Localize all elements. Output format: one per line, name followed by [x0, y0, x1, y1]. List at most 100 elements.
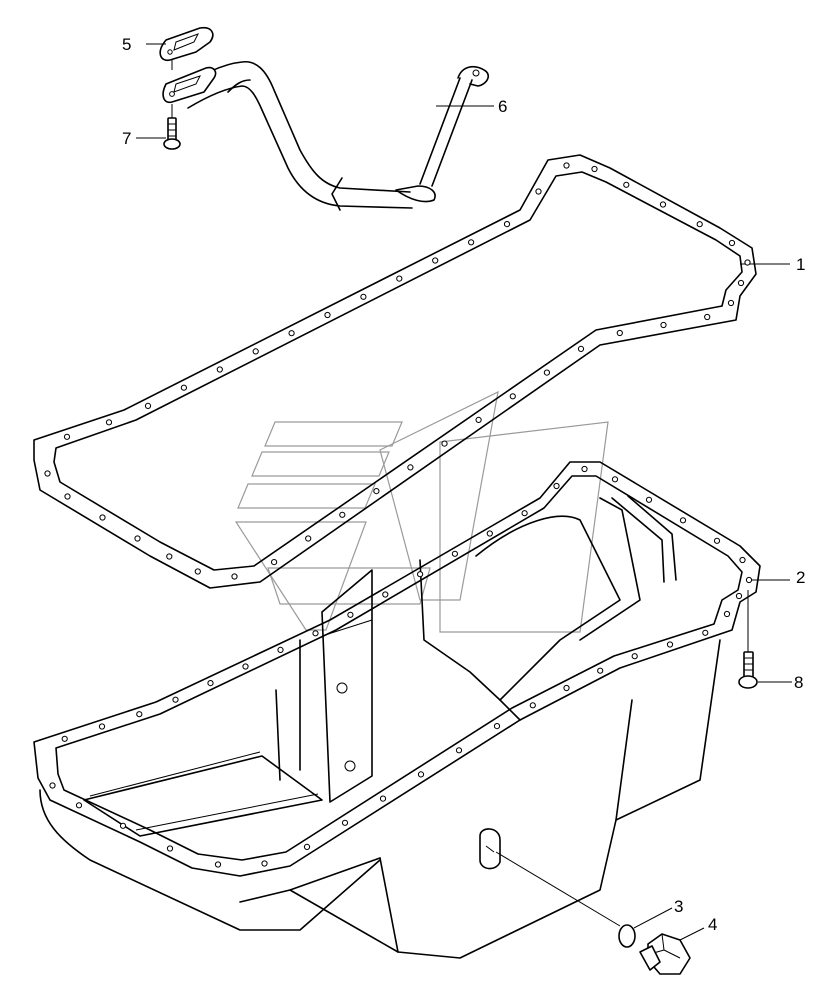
drain-o-ring: [618, 924, 636, 948]
gasket-bolt-hole: [64, 493, 71, 500]
callout-labels: 1 2 3 4 5 6 7 8: [122, 35, 805, 934]
gasket-bolt-hole: [407, 464, 414, 471]
pan-bolt-hole: [745, 576, 753, 584]
drain-plug: [639, 933, 691, 975]
callout-5: 5: [122, 35, 131, 54]
gasket-bolt-hole: [744, 259, 751, 266]
pan-bolt-hole: [679, 517, 687, 524]
gasket-bolt-hole: [659, 201, 667, 208]
pan-bolt-hole: [666, 641, 674, 648]
pan-bolt-hole: [417, 571, 424, 578]
gasket-bolt-hole: [616, 329, 623, 337]
pan-bolt-hole: [261, 860, 268, 867]
gasket-bolt-hole: [468, 239, 475, 246]
pan-bolt-hole: [49, 782, 56, 789]
pan-bolt-hole: [597, 667, 604, 674]
gasket-bolt-hole: [441, 440, 448, 447]
pan-bolt-hole: [341, 819, 349, 826]
flange-gasket: [159, 26, 214, 70]
screw-7: [163, 104, 181, 150]
gasket-bolt-hole: [63, 433, 71, 440]
pan-bolt-hole: [493, 723, 501, 730]
pan-bolt-hole: [277, 646, 284, 654]
pan-bolt-hole: [611, 476, 619, 483]
pan-bolt-hole: [312, 630, 319, 637]
gasket-bolt-hole: [194, 568, 201, 575]
gasket-bolt-hole: [339, 511, 346, 518]
pan-bolt-hole: [553, 482, 560, 490]
leader-lines: [136, 43, 792, 941]
pan-bolt-hole: [61, 735, 68, 742]
pan-bolt-hole: [242, 663, 249, 670]
gasket-bolt-hole: [503, 221, 511, 228]
gasket-bolt-hole: [231, 573, 238, 580]
pan-bolt-hole: [486, 530, 493, 537]
pan-bolt-hole: [417, 771, 425, 778]
pan-bolt-hole: [98, 723, 106, 730]
callout-7: 7: [122, 129, 131, 148]
gasket-bolt-hole: [432, 257, 439, 264]
gasket-bolt-hole: [475, 416, 482, 423]
pan-bolt-hole: [166, 845, 174, 852]
gasket-bolt-hole: [288, 330, 295, 337]
pan-bolt-hole: [739, 556, 746, 564]
pan-bolt-hole: [702, 629, 709, 636]
callout-1: 1: [796, 255, 805, 274]
gasket-bolt-hole: [543, 369, 551, 376]
gasket-bolt-hole: [704, 313, 711, 321]
gasket-bolt-hole: [696, 221, 703, 228]
gasket-bolt-hole: [509, 393, 516, 400]
gasket-bolt-hole: [99, 514, 106, 521]
gasket-bolt-hole: [44, 470, 51, 477]
pan-bolt-hole: [451, 550, 458, 557]
gasket-bolt-hole: [252, 348, 259, 355]
gasket-bolt-hole: [216, 366, 223, 373]
gasket-bolt-hole: [305, 535, 312, 542]
pan-bolt-hole: [521, 510, 528, 517]
oil-pan: [33, 461, 761, 959]
gasket-bolt-hole: [737, 279, 745, 287]
pan-bolt-hole: [529, 702, 536, 709]
gasket-bolt-hole: [727, 299, 735, 307]
pan-bolt-hole: [645, 496, 653, 503]
callout-4: 4: [708, 915, 717, 934]
pan-bolt-hole: [581, 465, 588, 473]
gasket-bolt-hole: [563, 162, 570, 169]
pan-bolt-hole: [382, 591, 389, 598]
gasket-bolt-hole: [591, 165, 598, 173]
gasket-bolt-hole: [660, 321, 667, 329]
gasket-bolt-holes: [44, 162, 751, 580]
gasket-bolt-hole: [396, 275, 403, 282]
pan-bolt-hole: [631, 653, 638, 660]
gasket-bolt-hole: [324, 311, 331, 319]
callout-6: 6: [498, 97, 507, 116]
gasket-bolt-hole: [577, 345, 585, 352]
dipstick-tube: [162, 61, 490, 211]
pan-bolt-hole: [563, 684, 570, 692]
gasket-bolt-hole: [373, 488, 380, 495]
gasket-bolt-hole: [134, 535, 141, 542]
pan-bolt-hole: [75, 802, 83, 809]
pan-bolt-hole: [735, 592, 743, 600]
gasket-bolt-hole: [535, 188, 542, 195]
pan-bolt-holes: [49, 465, 753, 868]
gasket-bolt-hole: [144, 402, 152, 409]
pan-bolt-hole: [723, 610, 731, 618]
pan-bolt-hole: [207, 680, 214, 687]
gasket-bolt-hole: [271, 559, 278, 566]
bolt-8: [738, 651, 758, 689]
gasket-bolt-hole: [105, 419, 113, 426]
pan-bolt-hole: [713, 537, 721, 544]
pan-bolt-hole: [119, 822, 127, 829]
pan-bolt-hole: [347, 611, 354, 618]
gasket-bolt-hole: [623, 181, 630, 188]
pan-bolt-hole: [136, 711, 143, 718]
callout-3: 3: [674, 897, 683, 916]
pan-bolt-hole: [379, 795, 387, 802]
pan-bolt-hole: [172, 696, 179, 703]
pan-bolt-hole: [455, 747, 463, 754]
gasket-bolt-hole: [166, 553, 173, 560]
callout-8: 8: [794, 673, 803, 692]
callout-2: 2: [796, 568, 805, 587]
